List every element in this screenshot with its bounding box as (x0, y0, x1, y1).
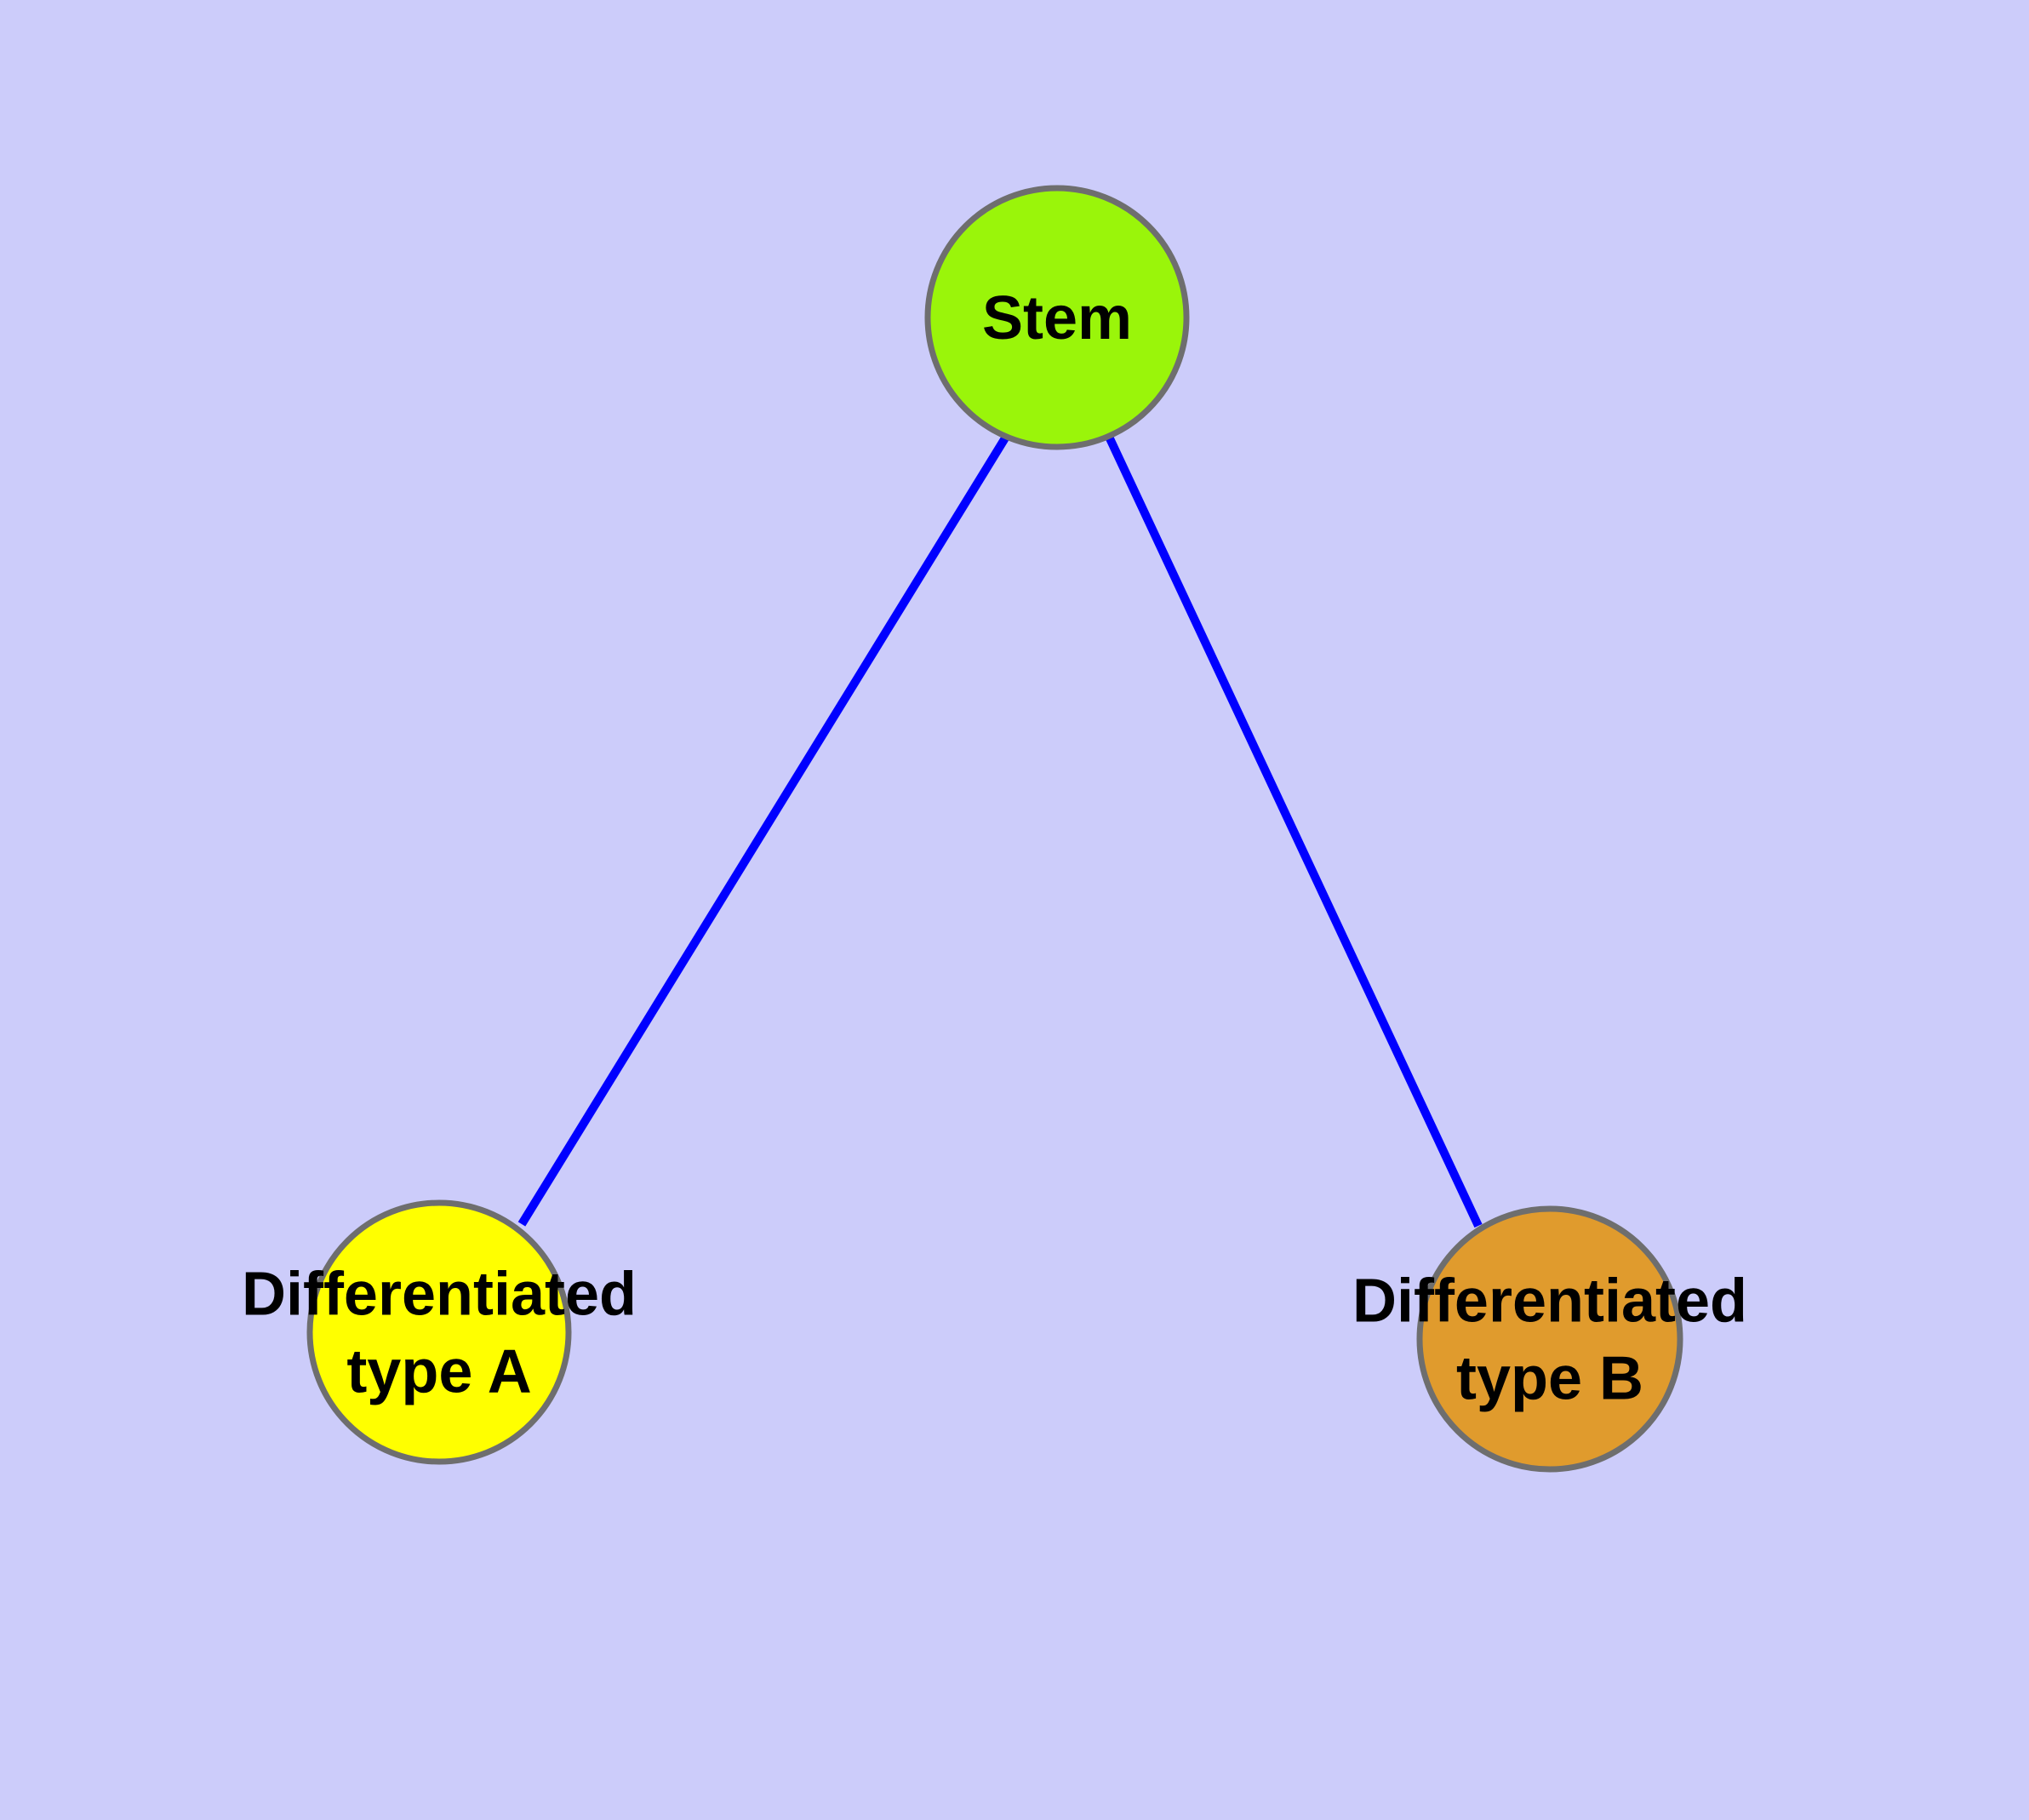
node-stem[interactable] (924, 185, 1190, 450)
node-diff_b[interactable] (1416, 1205, 1683, 1473)
node-label-stem: Stem (982, 284, 1132, 352)
edges-layer (517, 434, 1483, 1228)
node-label-line: Stem (982, 284, 1132, 352)
node-label-diff_b: Differentiated type B (1352, 1268, 1747, 1413)
edge-stem-to-a[interactable] (517, 434, 1010, 1227)
node-label-line: Differentiated (1352, 1268, 1747, 1336)
node-label-line: Differentiated (242, 1261, 637, 1329)
node-label-diff_a: Differentiated type A (242, 1261, 637, 1406)
node-diff_a[interactable] (306, 1199, 572, 1465)
nodes-layer (306, 185, 1683, 1473)
node-label-line: type B (1456, 1345, 1643, 1413)
edge-stem-to-b[interactable] (1105, 434, 1483, 1228)
node-label-line: type A (346, 1338, 531, 1406)
